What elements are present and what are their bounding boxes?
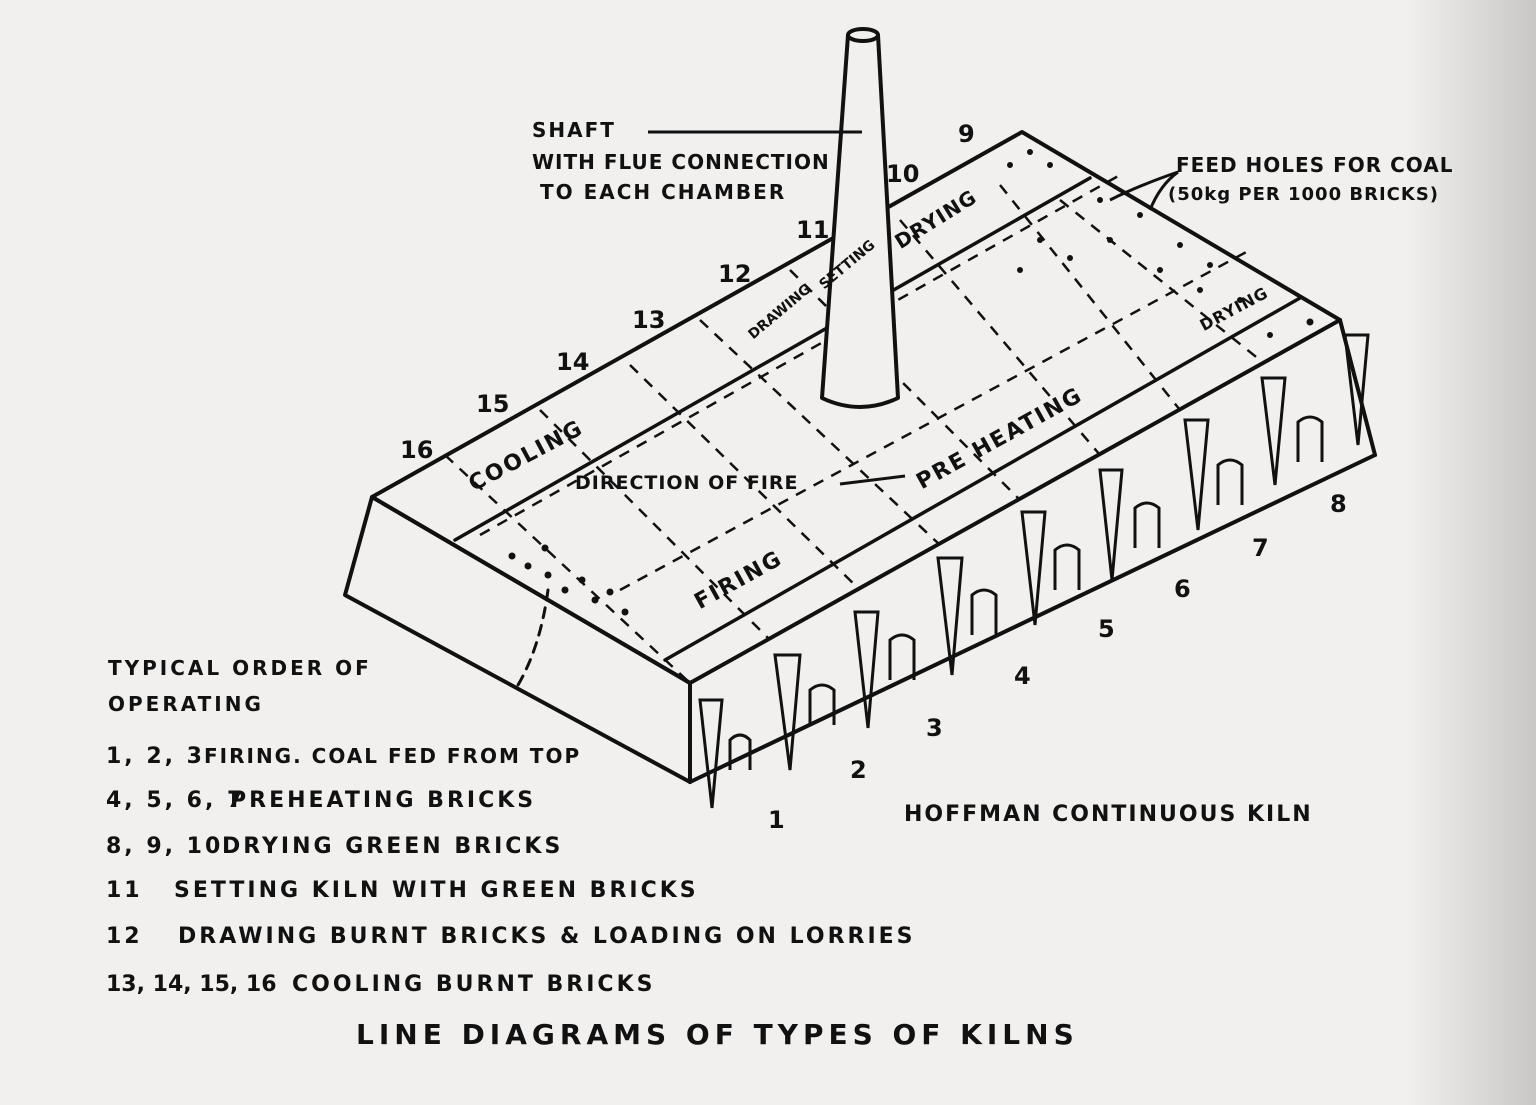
legend-chambers: 4, 5, 6, 7 [106,788,246,813]
kiln-end-dashed [513,588,550,692]
legend-text: PREHEATING BRICKS [230,788,537,813]
legend-text: DRAWING BURNT BRICKS & LOADING ON LORRIE… [178,924,916,949]
kiln-front-divider [663,296,1302,662]
legend-chambers: 12 [106,924,143,949]
chamber-number-13: 13 [632,306,666,334]
chamber-number-9: 9 [958,120,975,148]
kiln-left-end [343,495,692,784]
legend-item: 1, 2, 3FIRING. COAL FED FROM TOP [106,746,581,768]
chamber-number-5: 5 [1098,615,1115,643]
legend-text: DRYING GREEN BRICKS [222,834,564,859]
front-wall-arches [698,333,1370,809]
legend-chambers: 1, 2, 3 [106,744,205,769]
kiln-name-label: HOFFMAN CONTINUOUS KILN [904,802,1313,827]
chamber-grid [444,173,1261,684]
leader-lines [648,130,1179,486]
shaft-label-line-2: WITH FLUE CONNECTION [532,150,830,174]
chamber-number-8: 8 [1330,490,1347,518]
diagram-caption: LINE DIAGRAMS OF TYPES OF KILNS [356,1018,1079,1051]
chamber-number-4: 4 [1014,662,1031,690]
legend-item: 4, 5, 6, 7PREHEATING BRICKS [106,790,536,812]
chamber-number-14: 14 [556,348,590,376]
legend-text: COOLING BURNT BRICKS [292,972,656,997]
chamber-number-10: 10 [886,160,920,188]
feed-holes-label-line-1: FEED HOLES FOR COAL [1176,153,1454,177]
legend-chambers: 13, 14, 15, 16 [106,972,277,997]
legend-text: SETTING KILN WITH GREEN BRICKS [174,878,699,903]
chamber-number-2: 2 [850,756,867,784]
legend-title-line-1: TYPICAL ORDER OF [108,656,372,680]
legend-text: FIRING. COAL FED FROM TOP [204,744,582,768]
chimney-shaft [820,27,900,409]
legend-item: 8, 9, 10DRYING GREEN BRICKS [106,836,563,858]
legend-item: 13, 14, 15, 16 COOLING BURNT BRICKS [106,974,655,996]
kiln-center-divider [453,176,1092,542]
chamber-number-1: 1 [768,806,785,834]
direction-of-fire-label: DIRECTION OF FIRE [575,472,799,494]
shaft-label-line-1: SHAFT [532,118,616,142]
chamber-number-3: 3 [926,714,943,742]
feed-holes [508,149,1314,616]
kiln-front-bottom [688,453,1377,784]
legend-title-line-2: OPERATING [108,692,264,716]
chamber-number-16: 16 [400,436,434,464]
chamber-number-6: 6 [1174,575,1191,603]
scan-shadow [1406,0,1536,1105]
chamber-number-15: 15 [476,390,510,418]
legend-item: 12 DRAWING BURNT BRICKS & LOADING ON LORR… [106,926,916,948]
shaft-label-line-3: TO EACH CHAMBER [540,180,787,204]
legend-item: 11 SETTING KILN WITH GREEN BRICKS [106,880,699,902]
legend-chambers: 11 [106,878,143,903]
chamber-number-7: 7 [1252,534,1269,562]
feed-holes-label-line-2: (50kg PER 1000 BRICKS) [1168,184,1440,205]
legend-chambers: 8, 9, 10 [106,834,224,859]
chamber-number-12: 12 [718,260,752,288]
chamber-number-11: 11 [796,216,830,244]
